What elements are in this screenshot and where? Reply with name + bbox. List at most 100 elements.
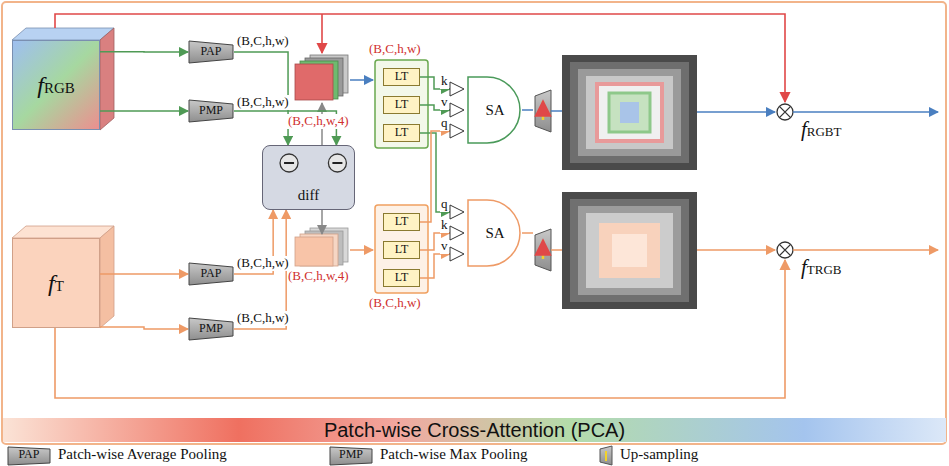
attention-map (578, 206, 681, 295)
linear-block: LT (383, 241, 420, 259)
output-arrow (793, 111, 938, 113)
multiply-symbol (777, 242, 793, 258)
input-port (450, 247, 464, 261)
connector (420, 131, 450, 222)
skip-branch (321, 14, 323, 53)
legend-text: Patch-wise Average Pooling (58, 446, 227, 463)
node-label: diff (298, 187, 319, 204)
port-letter: v (440, 95, 449, 110)
node-label: PMP (199, 322, 223, 335)
cube-side-face (100, 226, 114, 328)
flow-line (522, 232, 533, 234)
band-title: Patch-wise Cross-Attention (PCA) (324, 419, 625, 441)
dimension-label: (B,C,h,w,4) (287, 269, 350, 284)
pooling-outline (189, 318, 233, 340)
port-letter: q (440, 197, 449, 212)
subtract-symbol (284, 162, 294, 164)
multiply-symbol (777, 104, 793, 120)
self-attention-block: SA (450, 198, 522, 268)
lt-group (375, 60, 428, 148)
flow-arrow (350, 249, 373, 251)
tensor-slice (295, 237, 333, 266)
node-label: fT (48, 270, 64, 296)
linear-block: LT (383, 269, 420, 287)
flow-arrow (350, 79, 373, 81)
dimension-label: (B,C,h,w) (236, 311, 290, 326)
input-port (450, 124, 464, 138)
input-port (450, 103, 464, 117)
input-port (450, 226, 464, 240)
pooling-block: PMP (188, 99, 234, 123)
self-attention-block: SA (450, 75, 522, 145)
subtract-symbol (328, 154, 346, 172)
pooling-block: PAP (188, 262, 234, 286)
node-label: SA (485, 225, 504, 242)
attention-map (599, 223, 660, 278)
upsampling-arrow (542, 240, 545, 259)
module-title-band: Patch-wise Cross-Attention (PCA) (3, 418, 946, 442)
attention-map (609, 93, 650, 132)
lt-group (375, 205, 428, 293)
attention-map (562, 55, 697, 170)
output-arrow (793, 249, 938, 251)
multiply-symbol (779, 106, 790, 117)
connector (100, 273, 188, 275)
dimension-label: (B,C,h,w) (236, 95, 290, 110)
connector (100, 110, 188, 112)
input-port (450, 82, 464, 96)
connector (100, 327, 188, 329)
dimension-label: (B,C,h,w,4) (287, 114, 350, 129)
node-label: fRGB (37, 72, 75, 98)
port-letter: k (440, 218, 449, 233)
flow-line (551, 110, 562, 112)
linear-block: LT (383, 68, 420, 86)
node-label: PAP (201, 45, 222, 58)
attention-map (570, 62, 689, 163)
attention-map (586, 213, 673, 288)
legend-text: Patch-wise Max Pooling (380, 446, 528, 463)
diff-box: diff (262, 145, 355, 210)
feature-cube: fRGB (12, 40, 100, 130)
input-port (450, 205, 464, 219)
port-letter: q (440, 116, 449, 131)
output-name: fRGBT (800, 117, 842, 141)
attention-outline (468, 77, 520, 143)
upsampling-symbol (535, 229, 551, 271)
linear-block: LT (383, 124, 420, 142)
pooling-outline (189, 263, 233, 285)
dimension-label: (B,C,h,w) (368, 296, 422, 311)
linear-block: LT (383, 213, 420, 231)
dimension-label: (B,C,h,w) (368, 42, 422, 57)
multiply-symbol (779, 244, 790, 255)
upsampling-arrow (605, 451, 607, 461)
connector (420, 133, 450, 212)
legend-symbol-text: PMP (338, 448, 364, 462)
flow-line (551, 249, 562, 251)
node-label: PAP (201, 267, 222, 280)
port-letter: k (440, 74, 449, 89)
attention-outline (468, 200, 520, 266)
node-label: LT (395, 70, 409, 83)
upsampling-symbol (535, 90, 551, 132)
tensor-slice (295, 64, 333, 100)
upsampling-symbol (600, 446, 612, 465)
pooling-block: PAP (188, 40, 234, 64)
pooling-outline (189, 100, 233, 122)
attention-map (597, 84, 662, 141)
node-label: LT (395, 271, 409, 284)
cube-side-face (100, 28, 114, 130)
flow-line (522, 109, 533, 111)
dimension-label: (B,C,h,w) (236, 34, 290, 49)
port-letter: v (440, 239, 449, 254)
attention-map (570, 199, 689, 302)
connector (420, 254, 450, 278)
attention-map (612, 234, 647, 267)
pooling-symbol (8, 447, 50, 465)
cube-top-face (12, 28, 114, 40)
pooling-block: PMP (188, 317, 234, 341)
pooling-symbol (330, 447, 372, 465)
flow-arrow (697, 111, 775, 113)
legend-text: Up-sampling (620, 446, 698, 463)
connector (100, 51, 188, 53)
node-label: LT (395, 126, 409, 139)
